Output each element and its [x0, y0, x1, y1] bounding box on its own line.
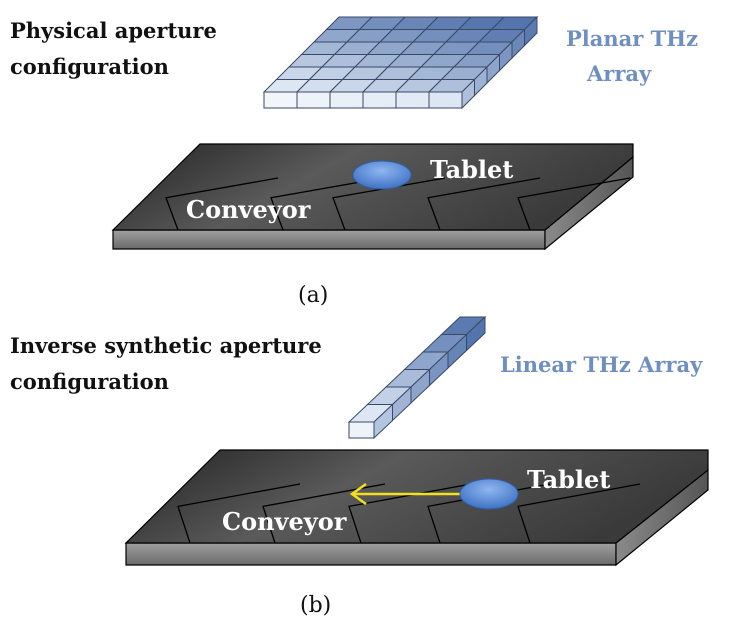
planar-array-label-line2: Array — [586, 61, 652, 86]
panel-b-heading-line1: Inverse synthetic aperture — [10, 333, 322, 358]
tablet-label-b: Tablet — [527, 465, 610, 494]
motion-arrow — [349, 482, 463, 506]
conveyor-slat — [517, 483, 641, 544]
planar-array-label-line1: Planar THz — [566, 26, 698, 51]
planar-array-front-face — [329, 91, 364, 109]
conveyor-slat — [427, 177, 541, 231]
tablet-b — [459, 478, 519, 510]
conveyor-slat — [165, 177, 279, 231]
conveyor-belt-b — [124, 449, 709, 567]
panel-b: Inverse synthetic aperture configuration… — [10, 315, 709, 618]
conveyor-slat — [262, 483, 386, 544]
planar-array-front-face — [263, 91, 298, 109]
planar-array-front-face — [395, 91, 430, 109]
panel-b-heading-line2: configuration — [10, 369, 169, 394]
planar-array-front-face — [296, 91, 331, 109]
conveyor-slat — [332, 177, 446, 231]
linear-thz-array — [347, 315, 487, 440]
conveyor-slat — [270, 177, 384, 231]
panel-a-heading-line1: Physical aperture — [10, 18, 217, 43]
linear-array-label: Linear THz Array — [500, 352, 703, 377]
conveyor-slat — [177, 483, 301, 544]
conveyor-label-a: Conveyor — [186, 195, 311, 224]
conveyor-slat — [348, 483, 472, 544]
planar-array-front-face — [362, 91, 397, 109]
caption-b: (b) — [300, 593, 331, 618]
planar-array-front-face — [428, 91, 463, 109]
tablet-a — [352, 160, 412, 190]
linear-array-front-face — [348, 421, 375, 439]
conveyor-label-b: Conveyor — [222, 507, 347, 536]
panel-a: Physical aperture configuration Planar T… — [10, 15, 698, 308]
planar-thz-array — [262, 15, 539, 110]
planar-array-side-face — [524, 15, 538, 47]
conveyor-slat — [517, 177, 631, 231]
tablet-label-a: Tablet — [430, 155, 513, 184]
caption-a: (a) — [298, 283, 328, 308]
panel-a-heading-line2: configuration — [10, 54, 169, 79]
